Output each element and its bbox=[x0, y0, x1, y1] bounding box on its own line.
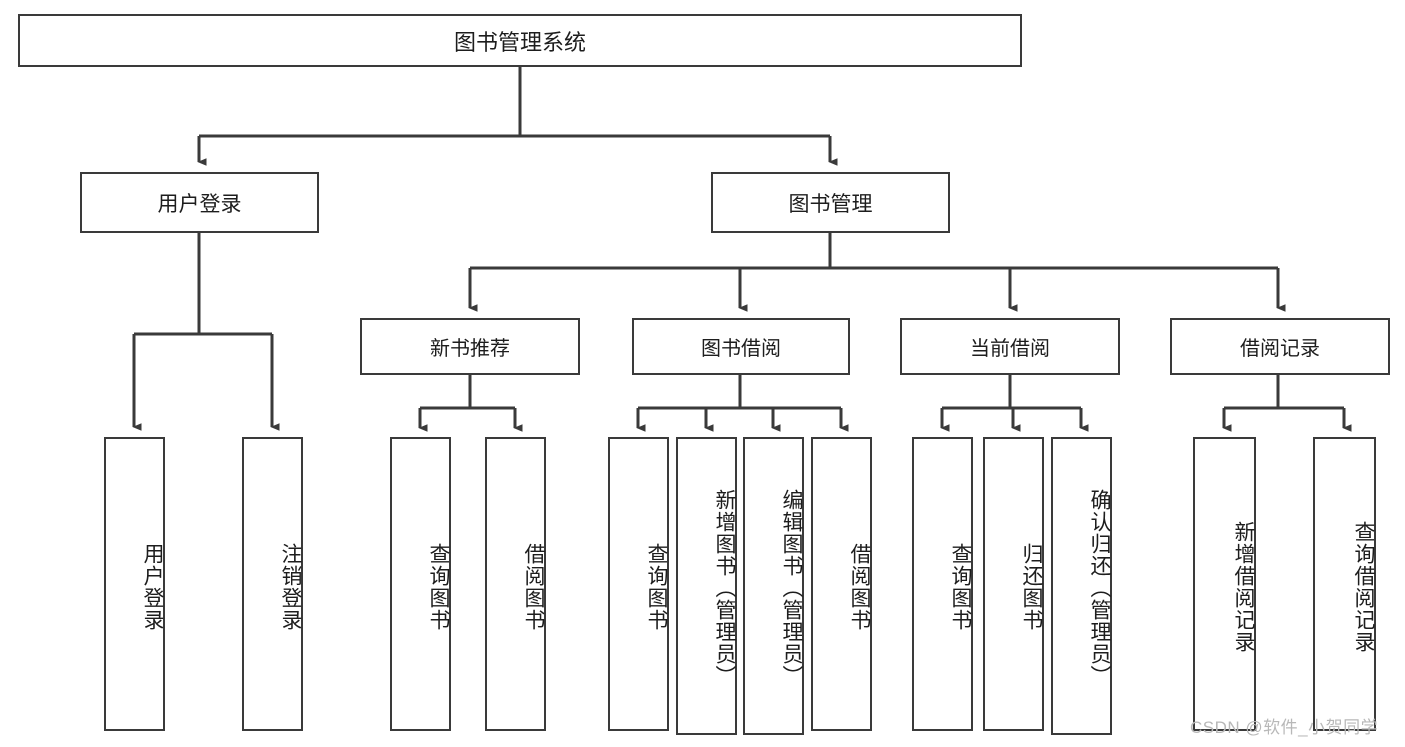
leaf-current-return-book[interactable]: 归还图书 bbox=[983, 437, 1044, 731]
node-borrow-record[interactable]: 借阅记录 bbox=[1170, 318, 1390, 375]
leaf-record-add-record[interactable]: 新增借阅记录 bbox=[1193, 437, 1256, 731]
watermark-text: CSDN @软件_小贺同学 bbox=[1190, 718, 1379, 737]
leaf-borrow-edit-book-admin-label: 编辑图书（管理员） bbox=[780, 489, 803, 687]
node-book-borrow-label: 图书借阅 bbox=[701, 338, 781, 360]
leaf-user-logout[interactable]: 注销登录 bbox=[242, 437, 303, 731]
leaf-current-confirm-return-admin-label: 确认归还（管理员） bbox=[1088, 489, 1111, 687]
node-current-borrow-label: 当前借阅 bbox=[970, 338, 1050, 360]
leaf-borrow-borrow-book[interactable]: 借阅图书 bbox=[811, 437, 872, 731]
leaf-borrow-add-book-admin[interactable]: 新增图书（管理员） bbox=[676, 437, 737, 735]
node-book-management-label: 图书管理 bbox=[788, 192, 873, 216]
node-current-borrow[interactable]: 当前借阅 bbox=[900, 318, 1120, 375]
leaf-borrow-query-book[interactable]: 查询图书 bbox=[608, 437, 669, 731]
leaf-user-logout-label: 注销登录 bbox=[279, 543, 302, 631]
leaf-record-query-record[interactable]: 查询借阅记录 bbox=[1313, 437, 1376, 731]
node-root[interactable]: 图书管理系统 bbox=[18, 14, 1022, 67]
leaf-borrow-query-book-label: 查询图书 bbox=[645, 543, 668, 631]
node-root-label: 图书管理系统 bbox=[453, 29, 586, 55]
leaf-record-query-record-label: 查询借阅记录 bbox=[1352, 521, 1375, 653]
node-user-login[interactable]: 用户登录 bbox=[80, 172, 319, 233]
leaf-recommend-query-book[interactable]: 查询图书 bbox=[390, 437, 451, 731]
leaf-current-return-book-label: 归还图书 bbox=[1020, 543, 1043, 631]
node-book-management[interactable]: 图书管理 bbox=[711, 172, 950, 233]
leaf-recommend-borrow-book-label: 借阅图书 bbox=[522, 543, 545, 631]
node-new-book-recommend[interactable]: 新书推荐 bbox=[360, 318, 580, 375]
leaf-recommend-query-book-label: 查询图书 bbox=[427, 543, 450, 631]
leaf-borrow-borrow-book-label: 借阅图书 bbox=[848, 543, 871, 631]
leaf-borrow-add-book-admin-label: 新增图书（管理员） bbox=[713, 489, 736, 687]
node-new-book-recommend-label: 新书推荐 bbox=[430, 338, 510, 360]
leaf-recommend-borrow-book[interactable]: 借阅图书 bbox=[485, 437, 546, 731]
leaf-user-login-label: 用户登录 bbox=[141, 543, 164, 631]
node-user-login-label: 用户登录 bbox=[157, 192, 242, 216]
node-book-borrow[interactable]: 图书借阅 bbox=[632, 318, 850, 375]
leaf-current-confirm-return-admin[interactable]: 确认归还（管理员） bbox=[1051, 437, 1112, 735]
leaf-user-login[interactable]: 用户登录 bbox=[104, 437, 165, 731]
node-borrow-record-label: 借阅记录 bbox=[1240, 338, 1320, 360]
leaf-record-add-record-label: 新增借阅记录 bbox=[1232, 521, 1255, 653]
leaf-borrow-edit-book-admin[interactable]: 编辑图书（管理员） bbox=[743, 437, 804, 735]
leaf-current-query-book[interactable]: 查询图书 bbox=[912, 437, 973, 731]
leaf-current-query-book-label: 查询图书 bbox=[949, 543, 972, 631]
